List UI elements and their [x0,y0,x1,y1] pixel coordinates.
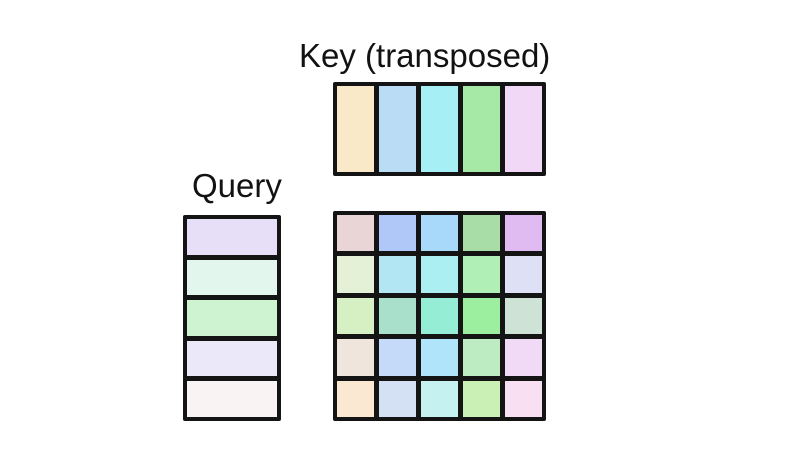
matrix-cell [337,215,374,252]
key-cell [421,86,458,172]
key-transposed-label: Key (transposed) [299,37,551,74]
key-transposed-matrix [333,82,546,176]
matrix-cell [463,215,500,252]
matrix-cell [379,339,416,376]
matrix-cell [505,380,542,417]
matrix-cell [421,297,458,335]
query-label: Query [192,167,282,204]
matrix-cell [505,215,542,252]
key-cell [463,86,500,172]
matrix-cell [379,380,416,417]
matrix-cell [421,339,458,376]
matrix-cell [337,256,374,293]
matrix-cell [379,256,416,293]
key-cell [337,86,374,172]
matrix-cell [421,256,458,293]
query-cell [187,340,277,377]
key-cell [505,86,542,172]
matrix-cell [505,339,542,376]
query-cell [187,300,277,336]
query-cell [187,219,277,255]
query-cell [187,259,277,296]
matrix-cell [337,297,374,335]
matrix-cell [337,339,374,376]
key-cell [379,86,416,172]
matrix-cell [463,297,500,335]
matrix-cell [379,297,416,335]
matrix-cell [421,215,458,252]
matrix-cell [421,380,458,417]
matrix-cell [463,256,500,293]
matrix-cell [379,215,416,252]
matrix-cell [505,256,542,293]
matrix-cell [505,297,542,335]
query-matrix [183,215,281,421]
query-cell [187,381,277,417]
attention-score-matrix [333,211,546,421]
matrix-cell [337,380,374,417]
matrix-cell [463,339,500,376]
matrix-cell [463,380,500,417]
